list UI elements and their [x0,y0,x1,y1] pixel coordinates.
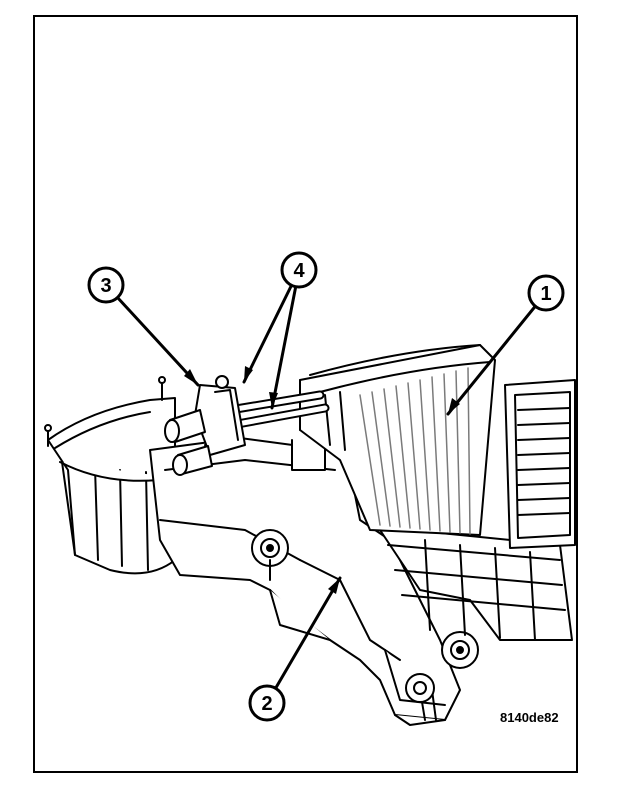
expansion-valve [164,375,246,476]
callout-4-label: 4 [293,260,305,282]
evaporator-fins [359,367,471,535]
figure-code: 8140de82 [500,710,559,725]
leader-line-3 [104,283,200,387]
callout-1: 1 [527,274,565,312]
drain-tray [359,499,573,641]
leader-line-2 [265,576,342,705]
callout-3-label: 3 [100,275,111,297]
leader-lines [104,268,548,705]
fastener-bosses [251,529,479,703]
evaporator-core [299,344,496,536]
filter-block [504,379,576,549]
callout-1-label: 1 [540,283,551,305]
arrowhead-3 [184,369,198,385]
arrowhead-2 [328,578,340,594]
arrowhead-1 [448,398,460,414]
leader-line-4b [270,268,301,410]
blower-housing [44,376,176,575]
refrigerant-lines [225,390,330,430]
arrowhead-4b [269,392,278,408]
callout-2-label: 2 [261,693,272,715]
callout-2: 2 [248,684,286,722]
arrowhead-4a [244,366,253,382]
leader-arrowheads [184,366,460,594]
callout-3: 3 [87,266,125,304]
leader-line-4a [242,268,301,384]
leader-line-1 [446,291,548,416]
callout-4: 4 [280,251,318,289]
